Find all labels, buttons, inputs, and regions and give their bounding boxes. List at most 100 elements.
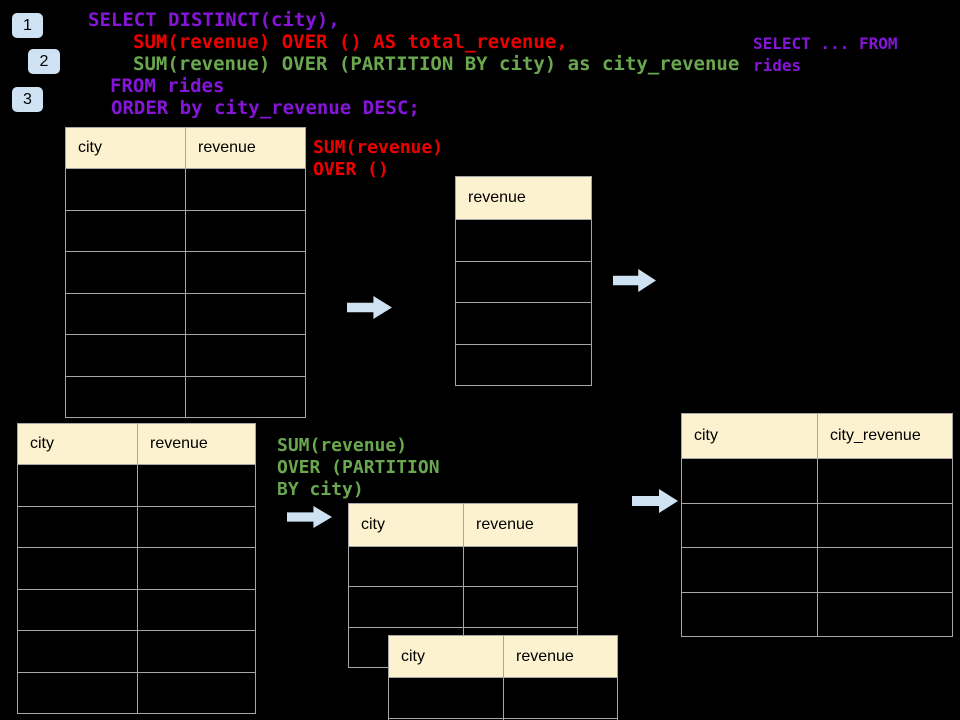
table-cell xyxy=(18,506,138,547)
header-cell: city xyxy=(18,424,138,464)
table-cell xyxy=(186,294,305,335)
table-cell xyxy=(389,678,504,718)
table-cell xyxy=(18,548,138,589)
table-row xyxy=(66,209,305,252)
table-header-row: city revenue xyxy=(349,504,577,546)
table-cell xyxy=(186,252,305,293)
table-cell xyxy=(186,335,305,376)
table-row xyxy=(18,630,255,672)
header-cell: revenue xyxy=(468,189,526,206)
table-cell xyxy=(504,678,617,718)
header-cell: revenue xyxy=(516,647,574,665)
table-header-row: city revenue xyxy=(66,128,305,168)
flow-arrow-icon xyxy=(632,489,678,513)
header-cell: city xyxy=(349,504,464,546)
table-cell xyxy=(138,465,255,506)
table-cell xyxy=(349,587,464,627)
table-row xyxy=(456,302,591,344)
table-cell xyxy=(138,507,255,548)
table-cell xyxy=(186,377,305,418)
table-row xyxy=(18,464,255,506)
annotation-partition-line2: OVER (PARTITION xyxy=(277,457,440,478)
sql-line-sum-partition: SUM(revenue) OVER (PARTITION BY city) as… xyxy=(133,53,740,75)
header-cell: city xyxy=(682,414,818,458)
table-row xyxy=(66,251,305,293)
step-badge-1: 1 xyxy=(12,13,43,38)
table-cell xyxy=(464,587,577,626)
table-total-revenue: revenue xyxy=(455,176,592,386)
table-row xyxy=(682,547,952,592)
table-partition-1: city revenue xyxy=(348,503,578,668)
table-row xyxy=(18,588,255,630)
table-cell xyxy=(682,592,818,636)
table-row xyxy=(66,375,305,418)
table-row xyxy=(389,677,617,718)
table-row xyxy=(18,505,255,548)
table-row xyxy=(18,671,255,714)
sql-line-from: FROM rides xyxy=(110,75,225,97)
table-partition-2: city revenue xyxy=(388,635,618,720)
table-cell xyxy=(818,548,952,592)
table-row xyxy=(456,260,591,303)
sql-line-select: SELECT DISTINCT(city), xyxy=(88,9,340,31)
table-cell xyxy=(186,169,305,210)
header-cell: revenue xyxy=(198,139,256,156)
step-badge-2: 2 xyxy=(28,49,60,74)
table-row xyxy=(456,343,591,386)
table-row xyxy=(682,591,952,637)
table-cell xyxy=(464,547,577,586)
table-city-revenue-result: city city_revenue xyxy=(681,413,953,637)
table-row xyxy=(66,168,305,210)
table-rides-input: city revenue xyxy=(65,127,306,418)
table-row xyxy=(349,546,577,587)
flow-arrow-icon xyxy=(287,506,332,528)
table-cell xyxy=(456,345,591,386)
table-row xyxy=(682,458,952,503)
table-cell xyxy=(66,335,186,376)
flow-arrow-icon xyxy=(347,296,392,319)
table-cell xyxy=(682,459,818,503)
table-header-row: city city_revenue xyxy=(682,414,952,458)
table-row xyxy=(682,502,952,548)
annotation-total-revenue-line2: OVER () xyxy=(313,159,389,180)
table-cell xyxy=(818,504,952,548)
table-header-row: city revenue xyxy=(389,636,617,677)
snippet-select-from: SELECT ... FROM xyxy=(753,34,898,53)
step-badge-3: 3 xyxy=(12,87,43,112)
table-cell xyxy=(66,169,186,210)
table-header-row: city revenue xyxy=(18,424,255,464)
table-cell xyxy=(349,547,464,587)
table-row xyxy=(456,219,591,261)
header-cell: city xyxy=(389,636,504,677)
table-cell xyxy=(18,589,138,630)
sql-line-order-by: ORDER by city_revenue DESC; xyxy=(111,97,420,119)
table-cell xyxy=(186,211,305,252)
table-row xyxy=(349,586,577,627)
table-rides-input-2: city revenue xyxy=(17,423,256,714)
table-cell xyxy=(66,252,186,293)
flow-arrow-icon xyxy=(613,269,656,292)
table-cell xyxy=(18,465,138,506)
table-cell xyxy=(456,220,591,261)
table-row xyxy=(66,292,305,335)
header-cell: revenue xyxy=(150,435,208,452)
table-cell xyxy=(138,631,255,672)
header-cell: city xyxy=(66,128,186,168)
header-cell: city_revenue xyxy=(830,427,921,444)
snippet-rides: rides xyxy=(753,56,802,75)
table-cell xyxy=(818,459,952,503)
table-header-row: revenue xyxy=(456,177,591,219)
table-cell xyxy=(66,210,186,251)
table-cell xyxy=(456,303,591,344)
header-cell: revenue xyxy=(476,516,534,533)
annotation-partition-line3: BY city) xyxy=(277,479,364,500)
table-cell xyxy=(456,262,591,303)
table-row xyxy=(66,334,305,376)
table-cell xyxy=(818,593,952,637)
table-cell xyxy=(138,673,255,714)
table-cell xyxy=(18,631,138,672)
table-row xyxy=(18,547,255,589)
annotation-partition-line1: SUM(revenue) xyxy=(277,435,408,456)
table-cell xyxy=(138,548,255,589)
